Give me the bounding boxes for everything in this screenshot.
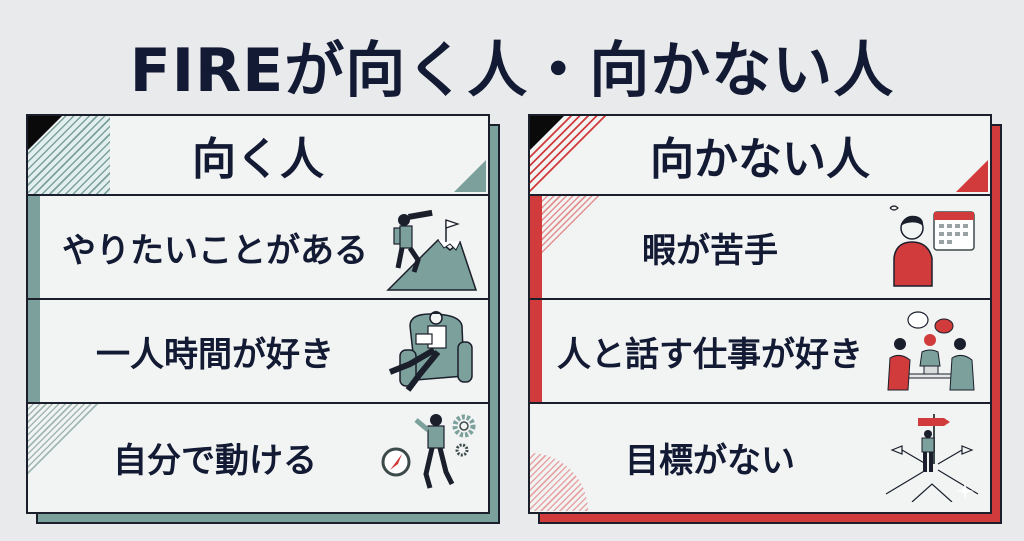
unsuited-heading: 向かない人: [650, 134, 870, 185]
suited-header: 向く人: [28, 116, 488, 196]
meeting-conversation-icon: [887, 311, 975, 391]
suited-card: 向く人 やりたいことがある 一人時間が好き: [26, 114, 490, 514]
unsuited-card: 向かない人 暇が苦手 人と話す仕事が好: [528, 114, 992, 514]
crossroads-signpost-icon: [885, 414, 979, 502]
corner-decoration: [28, 116, 62, 150]
compass-gears-person-icon: [381, 414, 476, 489]
page-title: FIREが向く人・向かない人: [129, 36, 895, 106]
list-item: 自分で動ける: [28, 404, 488, 511]
item-label: 目標がない: [625, 441, 795, 481]
item-label: やりたいことがある: [62, 230, 368, 271]
suited-heading: 向く人: [192, 134, 324, 185]
unsuited-header: 向かない人: [530, 116, 990, 196]
item-label: 人と話す仕事が好き: [557, 334, 863, 375]
list-item: 人と話す仕事が好き: [530, 300, 990, 404]
list-item: 一人時間が好き: [28, 300, 488, 404]
corner-decoration: [530, 116, 564, 150]
bored-person-calendar-icon: [889, 205, 975, 287]
list-item: 目標がない: [530, 404, 990, 511]
item-label: 自分で動ける: [113, 441, 317, 481]
accent-bar: [530, 196, 542, 298]
accent-bar: [28, 300, 40, 402]
accent-bar: [530, 300, 542, 402]
item-label: 暇が苦手: [642, 230, 778, 271]
accent-bar: [28, 196, 40, 298]
suited-panel: 向く人 やりたいことがある 一人時間が好き: [26, 114, 500, 524]
climber-telescope-mountain-icon: [386, 209, 478, 291]
triangle-decoration: [956, 160, 988, 192]
unsuited-panel: 向かない人 暇が苦手 人と話す仕事が好: [528, 114, 1002, 524]
list-item: 暇が苦手: [530, 196, 990, 300]
list-item: やりたいことがある: [28, 196, 488, 300]
item-label: 一人時間が好き: [96, 334, 334, 375]
reading-armchair-icon: [388, 311, 473, 392]
triangle-decoration: [454, 160, 486, 192]
